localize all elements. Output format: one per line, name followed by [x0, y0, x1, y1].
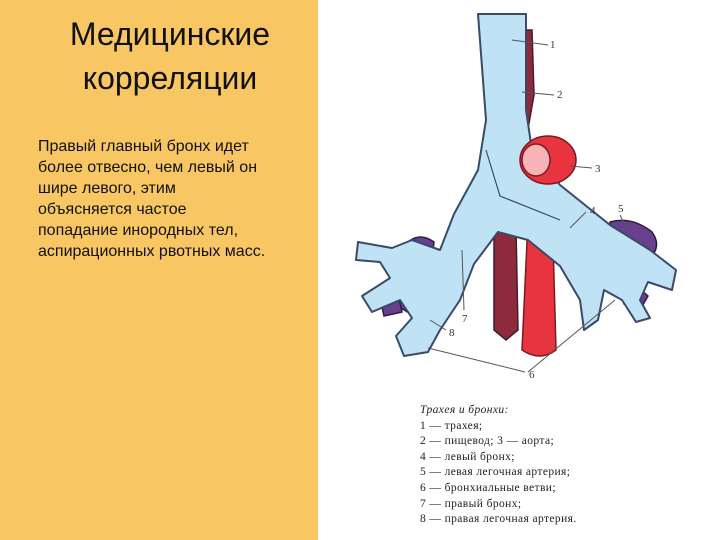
- body-line: Правый главный бронх идет: [38, 138, 249, 155]
- caption-line: 1 — трахея;: [420, 419, 483, 432]
- body-line: объясняется частое: [38, 201, 187, 218]
- leader-line-7: [461, 249, 465, 311]
- leader-line-1: [511, 39, 549, 46]
- label-3: 3: [595, 163, 601, 175]
- trachea-bronchi-illustration: 1 2 3 4 5 6 7 8: [318, 0, 720, 540]
- label-8: 8: [449, 327, 455, 339]
- leader-line-6b: [527, 299, 616, 373]
- leader-line-5: [619, 214, 627, 229]
- trachea-shape: [355, 13, 677, 357]
- leader-line-2: [521, 91, 555, 96]
- body-line: аспирационных рвотных масс.: [38, 243, 266, 260]
- caption-title: Трахея и бронхи:: [420, 404, 509, 416]
- leader-line-3: [569, 165, 593, 169]
- leader-line-6a: [427, 347, 526, 373]
- label-1: 1: [550, 39, 556, 51]
- slide-title-line: корреляции: [82, 60, 258, 96]
- label-4: 4: [590, 205, 596, 217]
- label-6: 6: [529, 369, 535, 381]
- body-line: попадание инородных тел,: [38, 222, 239, 239]
- aortic-arch-opening: [521, 143, 551, 177]
- esophagus-lower-shape: [493, 224, 519, 341]
- carina-line: [485, 149, 561, 221]
- body-line: более отвесно, чем левый он: [38, 159, 258, 176]
- text-panel: [0, 0, 318, 540]
- label-2: 2: [557, 89, 563, 101]
- figure-caption: Трахея и бронхи: 1 — трахея; 2 — пищевод…: [420, 403, 710, 528]
- leader-lines: [427, 39, 627, 373]
- caption-line: 5 — левая легочная артерия;: [420, 466, 571, 479]
- caption-line: 4 — левый бронх;: [420, 450, 515, 463]
- caption-line: 8 — правая легочная артерия.: [420, 513, 577, 526]
- caption-line: 7 — правый бронх;: [420, 497, 522, 510]
- slide-title: Медицинские корреляции: [0, 12, 340, 100]
- leader-line-4: [569, 211, 587, 229]
- caption-line: 6 — бронхиальные ветви;: [420, 481, 556, 494]
- body-line: шире левого, этим: [38, 180, 176, 197]
- anatomy-drawing: 1 2 3 4 5 6 7 8: [355, 13, 677, 381]
- leader-line-8: [429, 319, 447, 331]
- label-7: 7: [462, 313, 468, 325]
- label-5: 5: [618, 203, 624, 215]
- slide-title-line: Медицинские: [69, 16, 271, 52]
- slide-body-text: Правый главный бронх идет более отвесно,…: [38, 136, 308, 262]
- caption-line: 2 — пищевод; 3 — аорта;: [420, 435, 555, 448]
